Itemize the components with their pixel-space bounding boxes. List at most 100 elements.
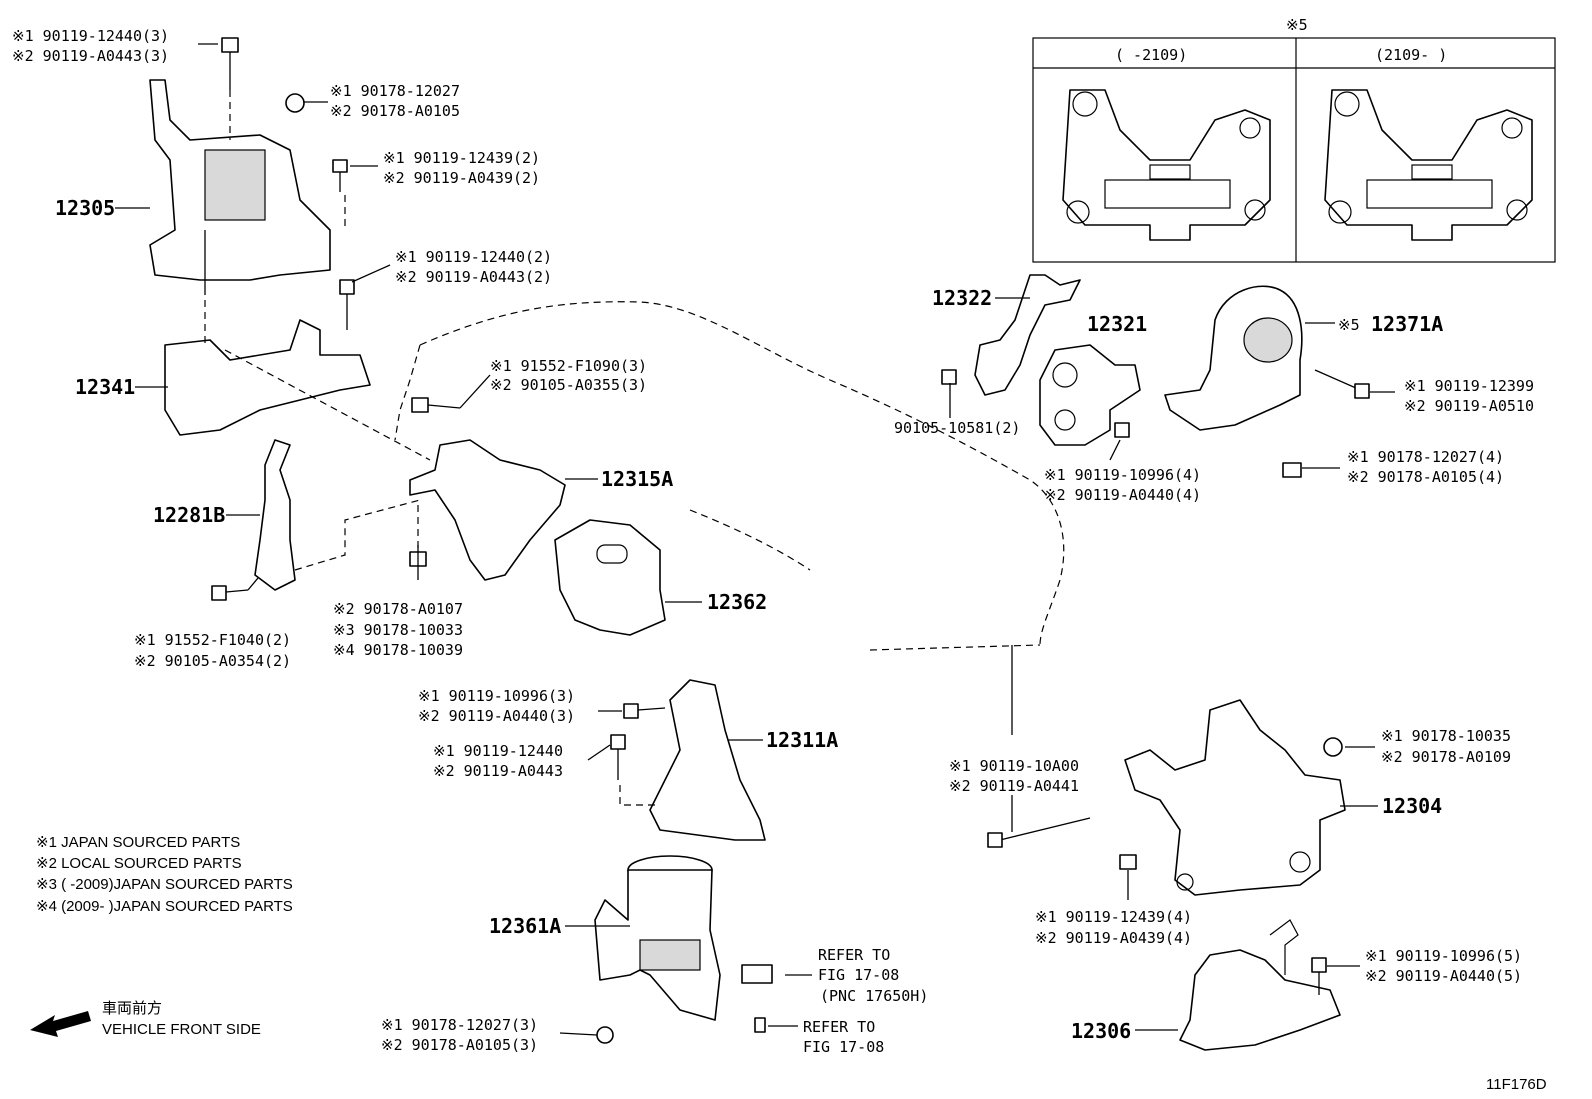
legend: ※1 JAPAN SOURCED PARTS ※2 LOCAL SOURCED …	[36, 834, 293, 915]
callout: ※2 90119-A0443(3)	[12, 47, 169, 65]
bolt-icon	[1311, 957, 1327, 973]
callout: ※1 90119-10A00	[949, 757, 1079, 775]
refer-line: REFER TO	[818, 946, 890, 964]
callout: ※1 90178-12027(4)	[1347, 448, 1504, 466]
refer-line: (PNC 17650H)	[820, 987, 928, 1005]
callout: ※2 90119-A0443(2)	[395, 268, 552, 286]
label-12371A-mark: ※5	[1338, 316, 1360, 334]
callout: ※1 90178-12027	[330, 82, 460, 100]
callout: ※1 91552-F1090(3)	[490, 357, 647, 375]
nut-icon	[596, 1026, 614, 1044]
callout: ※2 90178-A0105	[330, 102, 460, 120]
callout: ※2 90178-A0107	[333, 600, 463, 618]
part-12311A	[610, 679, 766, 841]
callout: ※2 90119-A0441	[949, 777, 1079, 795]
bolt-icon	[1114, 422, 1130, 438]
callout: ※1 90119-10996(3)	[418, 687, 575, 705]
vehicle-front-indicator: 車両前方 VEHICLE FRONT SIDE	[30, 1000, 261, 1038]
callout: ※2 90119-A0440(3)	[418, 707, 575, 725]
callout: ※1 90119-12440(2)	[395, 248, 552, 266]
label-12362: 12362	[707, 590, 767, 614]
figure-code: 11F176D	[1486, 1076, 1547, 1093]
part-12304	[987, 699, 1346, 896]
bolt-icon	[1119, 854, 1137, 870]
legend-line: ※3 ( -2009)JAPAN SOURCED PARTS	[36, 876, 293, 893]
bolt-icon	[221, 37, 239, 53]
nut-icon	[285, 93, 305, 113]
callout: 90105-10581(2)	[894, 419, 1020, 437]
callout: ※2 90178-A0109	[1381, 748, 1511, 766]
part-12281B	[211, 439, 296, 601]
legend-line: ※2 LOCAL SOURCED PARTS	[36, 855, 242, 872]
fastener-callouts: ※1 90119-12440(3) ※2 90119-A0443(3) ※1 9…	[12, 27, 1534, 1054]
nut-icon	[1282, 462, 1302, 478]
front-label-en: VEHICLE FRONT SIDE	[102, 1021, 261, 1038]
callout: ※2 90178-A0105(4)	[1347, 468, 1504, 486]
refer-line: REFER TO	[803, 1018, 875, 1036]
inset-col-left: ( -2109)	[1115, 46, 1187, 64]
bolt-icon	[623, 703, 639, 719]
callout: ※1 91552-F1040(2)	[134, 631, 291, 649]
refer-notes: REFER TO FIG 17-08 (PNC 17650H) REFER TO…	[803, 946, 928, 1056]
callout: ※2 90119-A0440(5)	[1365, 967, 1522, 985]
refer-line: FIG 17-08	[803, 1038, 884, 1056]
label-12341: 12341	[75, 375, 135, 399]
bolt-icon	[999, 817, 1091, 841]
bracket-variant-late	[1324, 89, 1533, 241]
part-12315A	[409, 397, 566, 581]
callout: ※2 90105-A0355(3)	[490, 376, 647, 394]
callout: ※1 90119-12439(2)	[383, 149, 540, 167]
bolt-icon	[941, 369, 957, 385]
bolt-icon	[411, 397, 429, 413]
callout: ※1 90119-12439(4)	[1035, 908, 1192, 926]
callout: ※2 90119-A0439(4)	[1035, 929, 1192, 947]
nut-icon	[1323, 737, 1343, 757]
part-12322	[941, 274, 1081, 396]
label-12322: 12322	[932, 286, 992, 310]
label-12281B: 12281B	[153, 503, 225, 527]
callout: ※2 90119-A0439(2)	[383, 169, 540, 187]
part-12305	[149, 37, 348, 295]
callout: ※1 90178-10035	[1381, 727, 1511, 745]
label-12305: 12305	[55, 196, 115, 220]
inset-col-right: (2109- )	[1375, 46, 1447, 64]
label-12371A: 12371A	[1371, 312, 1443, 336]
callout: ※4 90178-10039	[333, 641, 463, 659]
legend-line: ※4 (2009- )JAPAN SOURCED PARTS	[36, 898, 293, 915]
label-12315A: 12315A	[601, 467, 673, 491]
arrow-left-icon	[30, 1011, 91, 1037]
label-12306: 12306	[1071, 1019, 1131, 1043]
label-12321: 12321	[1087, 312, 1147, 336]
callout: ※1 90119-10996(4)	[1044, 466, 1201, 484]
label-12311A: 12311A	[766, 728, 838, 752]
callout: ※1 90119-12440(3)	[12, 27, 169, 45]
front-label-jp: 車両前方	[102, 1000, 162, 1017]
callout: ※1 90119-12399	[1404, 377, 1534, 395]
leader-lines	[115, 43, 1395, 1036]
callout: ※1 90178-12027(3)	[381, 1016, 538, 1034]
inset-frame	[1032, 37, 1556, 263]
bracket-variant-early	[1062, 89, 1271, 241]
part-12362	[554, 519, 666, 636]
connector-icon	[741, 964, 773, 984]
part-12306	[1179, 919, 1341, 1051]
callout: ※2 90119-A0443	[433, 762, 563, 780]
bolt-icon	[332, 159, 348, 173]
part-12371A	[1164, 285, 1370, 478]
callout: ※3 90178-10033	[333, 621, 463, 639]
bolt-icon	[339, 279, 355, 295]
bolt-icon	[754, 1017, 766, 1033]
inset-variants: ※5 ( -2109) (2109- )	[1032, 16, 1556, 263]
label-12361A: 12361A	[489, 914, 561, 938]
part-12341	[164, 279, 371, 436]
callout: ※2 90119-A0510	[1404, 397, 1534, 415]
refer-line: FIG 17-08	[818, 966, 899, 984]
part-12321	[1039, 344, 1141, 446]
callout: ※1 90119-12440	[433, 742, 563, 760]
bolt-icon	[610, 734, 626, 750]
label-12304: 12304	[1382, 794, 1442, 818]
bolt-icon	[211, 585, 227, 601]
callout: ※2 90178-A0105(3)	[381, 1036, 538, 1054]
callout: ※2 90105-A0354(2)	[134, 652, 291, 670]
